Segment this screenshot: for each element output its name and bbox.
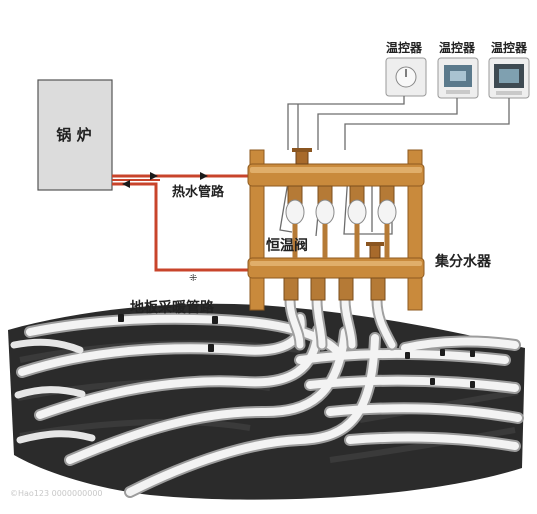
bleed-valve-handles xyxy=(292,148,384,259)
manifold-outlet-pipes xyxy=(284,294,398,351)
arrow-icon xyxy=(200,172,208,180)
thermostat-display xyxy=(488,57,530,99)
boiler-box xyxy=(37,79,113,191)
valve xyxy=(285,185,305,225)
pipe-clips xyxy=(118,314,475,388)
boiler: 锅 炉 xyxy=(37,79,113,191)
watermark: ©Hao123 0000000000 xyxy=(10,489,103,498)
valve xyxy=(347,185,367,225)
valve xyxy=(315,185,335,225)
arrow-icon xyxy=(122,180,130,188)
thermostat-dial xyxy=(385,57,427,97)
thermostat-label: 温控器 xyxy=(491,40,528,55)
manifold-label: 集分水器 xyxy=(434,253,492,270)
boiler-label: 锅 炉 xyxy=(56,126,91,144)
return-pipe xyxy=(112,182,252,272)
thermostatic-valves xyxy=(285,185,397,258)
manifold xyxy=(247,148,425,311)
hot-water-pipe-label: 热水管路 xyxy=(172,184,225,200)
thermostatic-valve-label: 恒温阀 xyxy=(266,237,308,254)
outlet-fittings xyxy=(283,277,386,301)
arrow-icon xyxy=(150,172,158,180)
flow-arrows xyxy=(122,172,208,188)
thermostat-label: 温控器 xyxy=(439,40,476,55)
floor-heating-area xyxy=(8,303,525,500)
floor-heating-pipe-label: 地板采暖管路 xyxy=(130,299,215,316)
thermostats: 温控器 温控器 温控器 xyxy=(385,40,530,99)
marker-icon: ⁜ xyxy=(189,273,197,284)
hot-water-pipes xyxy=(112,174,252,272)
thermostat-label: 温控器 xyxy=(386,40,423,55)
valve xyxy=(377,185,397,225)
thermostat-display xyxy=(437,57,479,99)
